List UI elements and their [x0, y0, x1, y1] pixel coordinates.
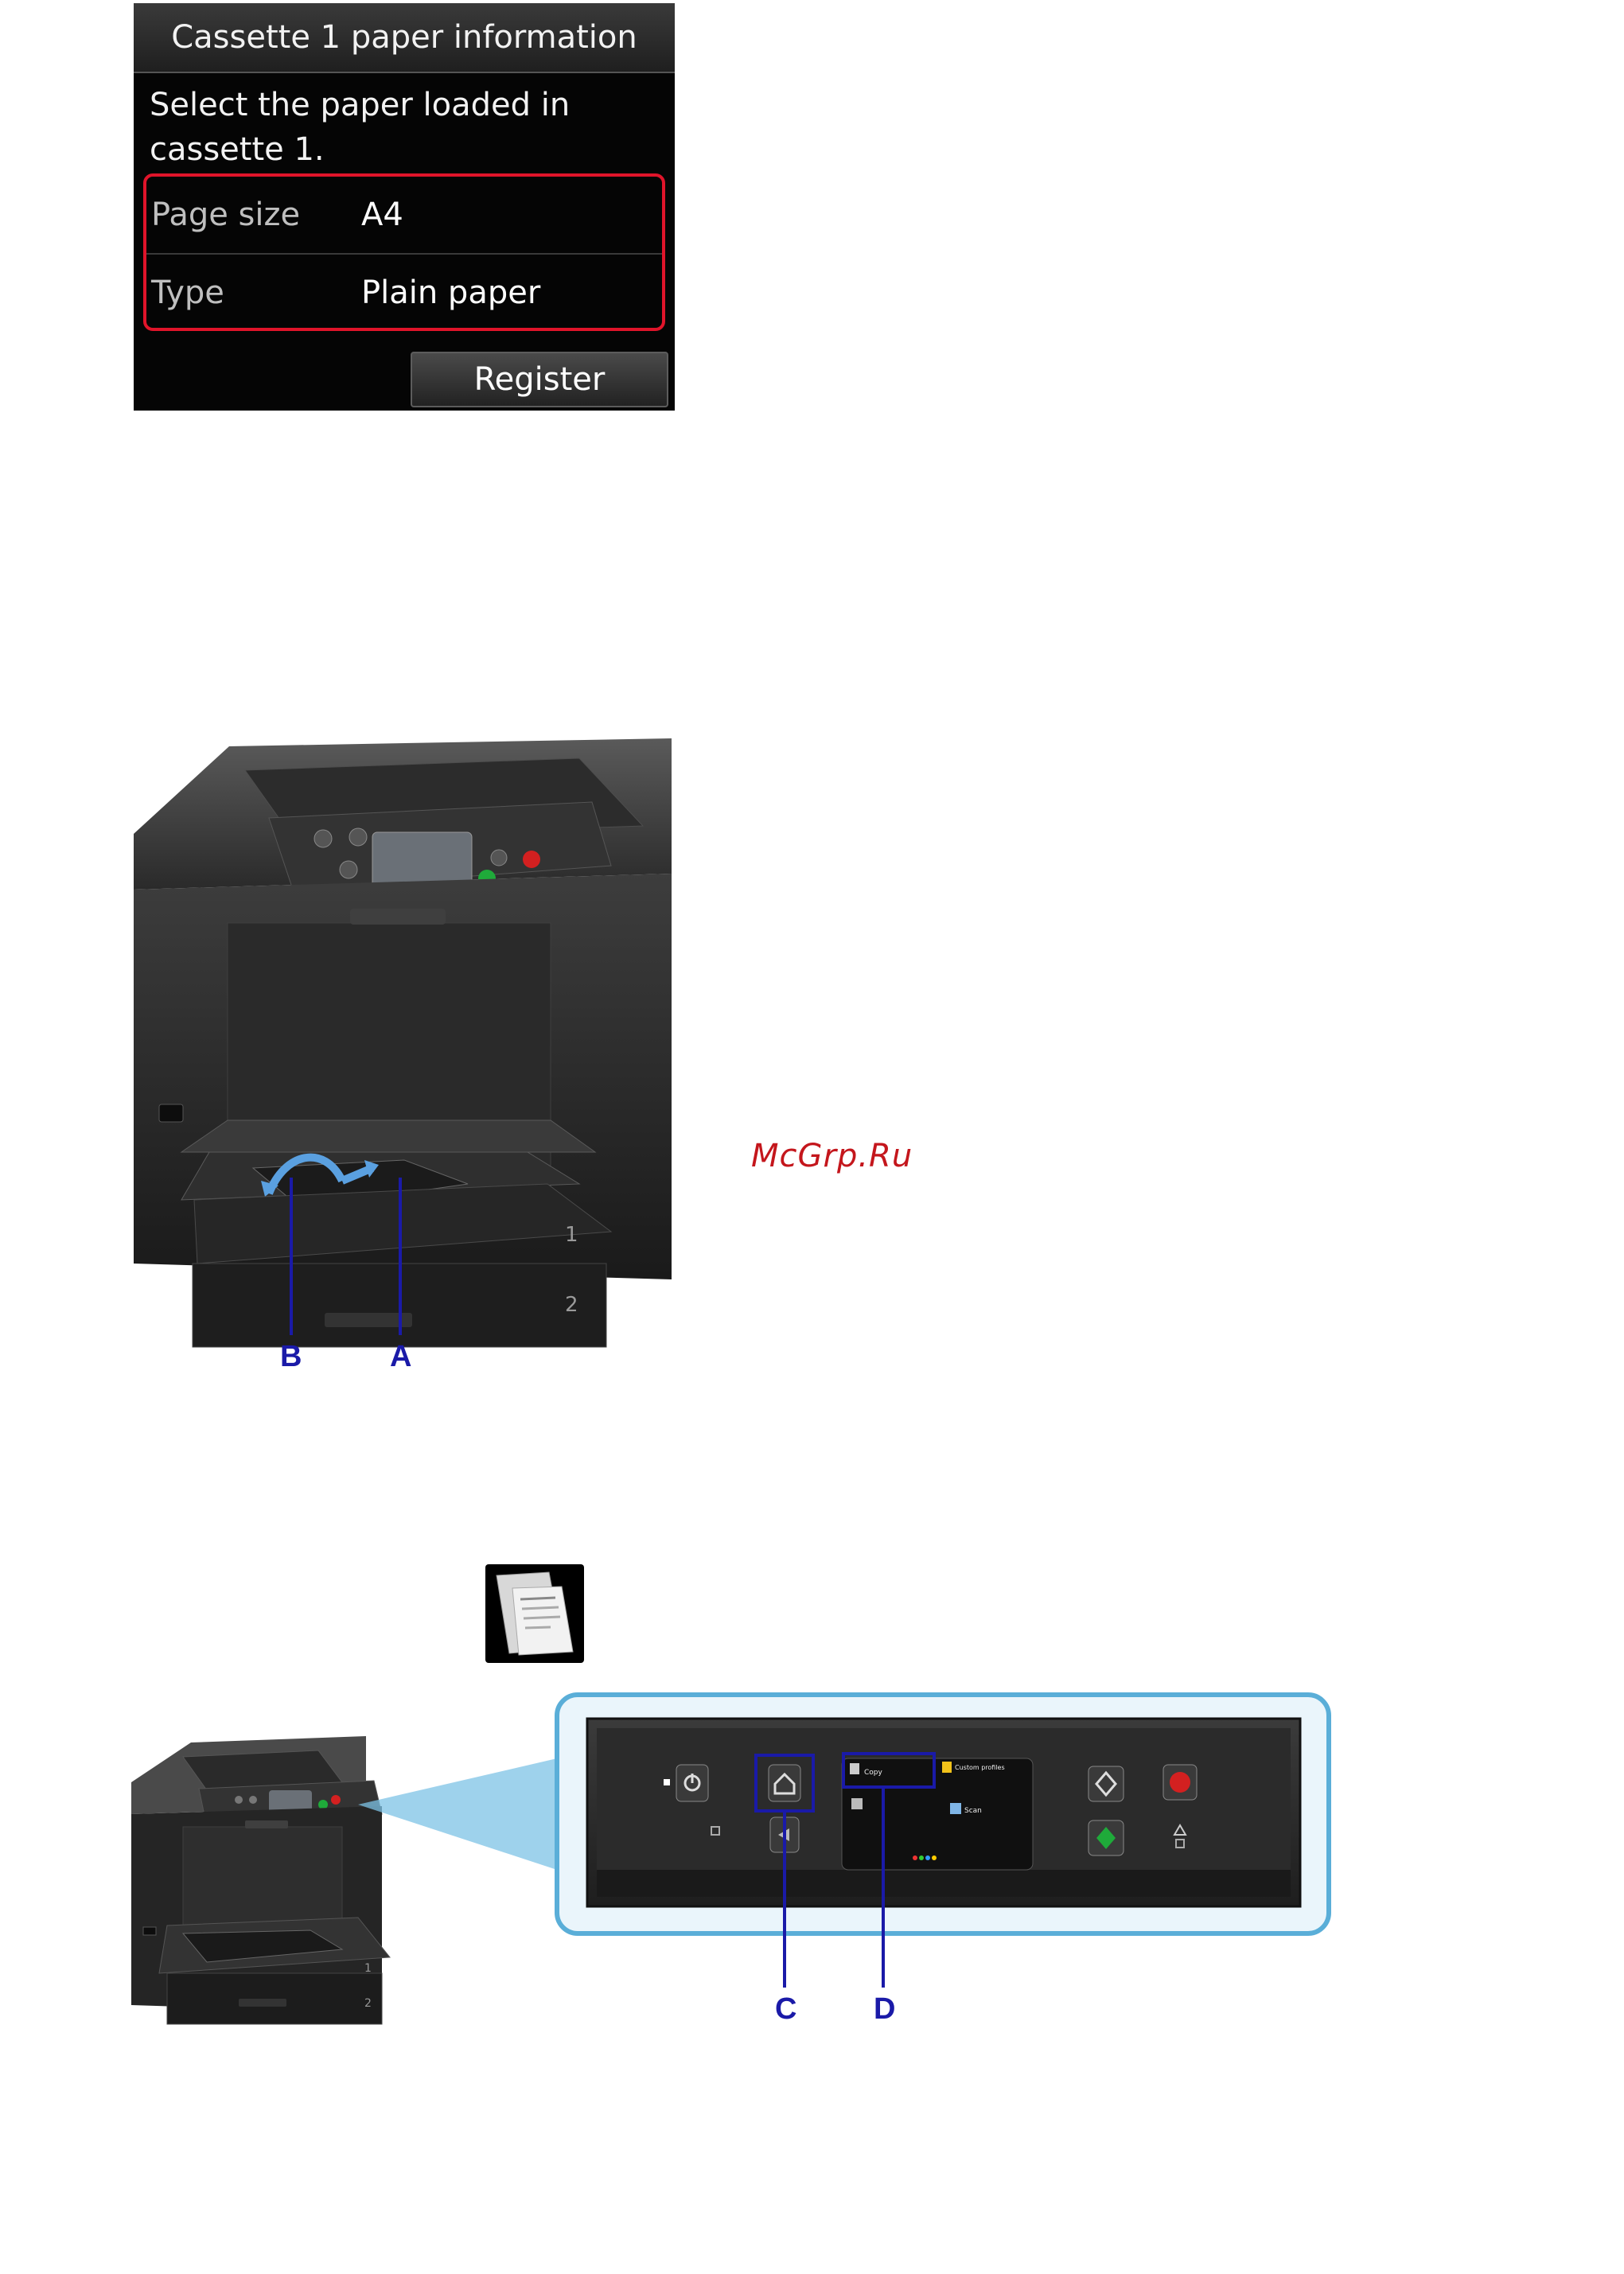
media-type-value: Plain paper	[361, 275, 540, 311]
callout-d: D	[874, 1992, 895, 2027]
page-size-label: Page size	[151, 197, 300, 233]
callout-c: C	[775, 1992, 796, 2027]
paper-setting-highlight: Page size A4 Type Plain paper	[143, 173, 665, 331]
small-tray-number-2: 2	[364, 1997, 372, 2010]
printer-control-panel-illustration: 1 2 Copy Custom profiles Scan	[127, 1671, 1337, 2037]
copy-icon	[485, 1564, 584, 1663]
lcd-screen: Cassette 1 paper information Select the …	[134, 3, 675, 411]
page-size-row[interactable]: Page size A4	[146, 177, 662, 255]
lcd-message: Select the paper loaded in cassette 1.	[150, 83, 659, 172]
callout-b: B	[280, 1340, 302, 1374]
lcd-title: Cassette 1 paper information	[134, 3, 675, 73]
screen-copy-label: Copy	[864, 1769, 883, 1777]
media-type-row[interactable]: Type Plain paper	[146, 255, 662, 331]
screen-custom-profiles-label: Custom profiles	[955, 1764, 1005, 1771]
media-type-label: Type	[151, 275, 224, 311]
callout-a: A	[390, 1340, 411, 1374]
tray-number-1: 1	[565, 1223, 578, 1247]
register-button[interactable]: Register	[411, 352, 668, 407]
small-tray-number-1: 1	[364, 1962, 372, 1975]
screen-scan-label: Scan	[964, 1807, 982, 1815]
printer-output-tray-illustration: 1 2	[134, 738, 672, 1407]
watermark: McGrp.Ru	[751, 1138, 913, 1174]
page-size-value: A4	[361, 197, 403, 233]
tray-number-2: 2	[565, 1293, 578, 1317]
